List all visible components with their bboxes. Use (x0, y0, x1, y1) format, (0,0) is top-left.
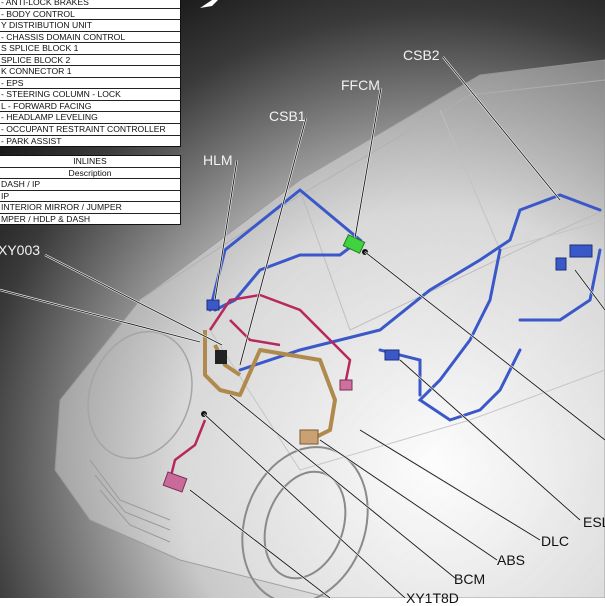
corner-shape (200, 0, 218, 8)
callout-esl: ESL (583, 514, 605, 530)
harness-red (168, 293, 352, 481)
module-abs (299, 429, 319, 445)
legend-modules-row: - HEADLAMP LEVELING (0, 111, 180, 123)
legend-inlines-row: DASH / IP (0, 178, 180, 190)
legend-modules-row: - PARK ASSIST (0, 134, 180, 147)
car-body (54, 59, 605, 598)
legend-inlines-header: Description (0, 166, 180, 179)
module-ffcm (342, 234, 366, 254)
callout-ffcm: FFCM (341, 77, 380, 93)
legend-inlines-title: INLINES (0, 155, 180, 167)
harness-blue (208, 188, 602, 422)
callout-csb2: CSB2 (403, 47, 440, 63)
callout-hlm: HLM (203, 152, 233, 168)
rear-wheel (87, 330, 193, 460)
callout-bcm: BCM (454, 571, 486, 587)
legend-inlines-row: MPER / HDLP & DASH (0, 212, 180, 225)
legend-inlines-row: IP (0, 189, 180, 202)
module-bcm-connector (162, 471, 188, 493)
legend-modules-row: L - FORWARD FACING (0, 99, 180, 112)
callout-bottom: XY1T8D (406, 590, 459, 606)
module-dlc (339, 379, 353, 391)
module-right-blue (569, 244, 593, 258)
legend-inlines-row: INTERIOR MIRROR / JUMPER (0, 201, 180, 213)
module-hlm (206, 299, 220, 311)
leader-lines-dark (0, 56, 605, 598)
callout-dlc: DLC (541, 533, 570, 549)
module-esl (384, 349, 400, 361)
legend-modules-row: - OCCUPANT RESTRAINT CONTROLLER (0, 123, 180, 135)
legend-modules-row: - ANTI-LOCK BRAKES (0, 0, 180, 8)
legend-modules-row: S SPLICE BLOCK 1 (0, 42, 180, 54)
callout-csb1: CSB1 (269, 108, 306, 124)
legend-modules-row: - STEERING COLUMN - LOCK (0, 88, 180, 100)
legend-modules-row: Y DISTRIBUTION UNIT (0, 19, 180, 31)
legend-modules-row: - EPS (0, 76, 180, 89)
legend-modules-row: - BODY CONTROL (0, 7, 180, 20)
module-csb1 (215, 350, 227, 364)
module-right-blue2 (555, 257, 567, 271)
callout-xy003: XY003 (0, 242, 41, 258)
callout-abs: ABS (497, 552, 526, 568)
legend-modules-row: - CHASSIS DOMAIN CONTROL (0, 30, 180, 43)
grille (89, 459, 171, 543)
legend-modules-row: K CONNECTOR 1 (0, 65, 180, 77)
legend-modules-row: SPLICE BLOCK 2 (0, 53, 180, 66)
